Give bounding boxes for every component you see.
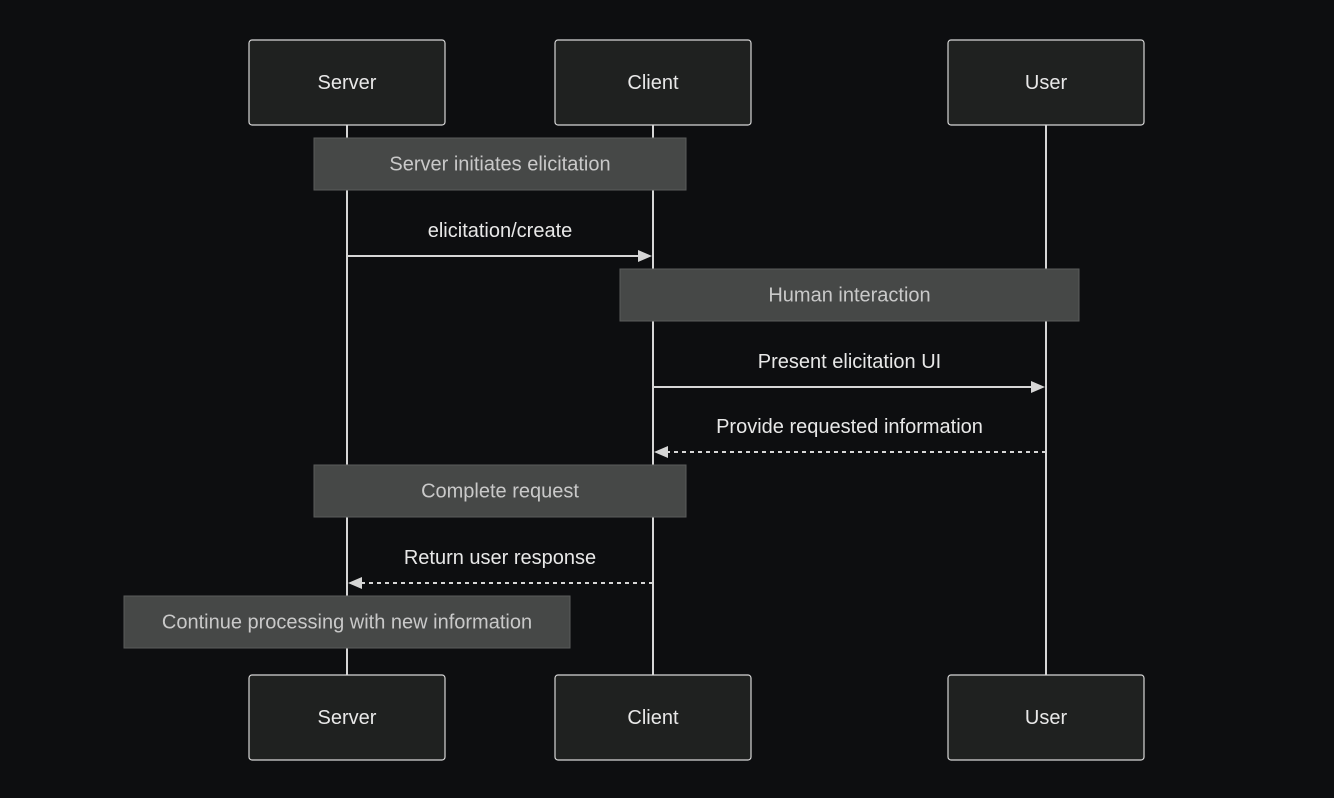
message: Return user response (348, 547, 653, 589)
message-label: Provide requested information (716, 416, 983, 438)
actor-user-bottom: User (947, 674, 1145, 761)
actor-box (947, 674, 1145, 761)
actor-box (248, 39, 446, 126)
message: Provide requested information (654, 416, 1046, 458)
note-label: Human interaction (768, 284, 930, 306)
note-label: Complete request (421, 480, 579, 502)
lifelines (346, 125, 1047, 675)
actor-box (554, 674, 752, 761)
note-box (619, 268, 1080, 322)
actor-label: Client (627, 72, 679, 94)
actor-box (248, 674, 446, 761)
actor-label: User (1025, 707, 1068, 729)
note-label: Server initiates elicitation (389, 153, 610, 175)
arrowhead (638, 250, 652, 262)
actor-label: Server (318, 72, 377, 94)
note: Server initiates elicitation (313, 137, 687, 191)
actor-box (554, 39, 752, 126)
actor-label: User (1025, 72, 1068, 94)
actor-client-top: Client (554, 39, 752, 126)
arrowhead (348, 577, 362, 589)
bottom-actors: Server Client User (248, 674, 1145, 761)
message-label: elicitation/create (428, 220, 573, 242)
actor-client-bottom: Client (554, 674, 752, 761)
actor-server-bottom: Server (248, 674, 446, 761)
arrowhead (654, 446, 668, 458)
actor-user-top: User (947, 39, 1145, 126)
actor-server-top: Server (248, 39, 446, 126)
arrowhead (1031, 381, 1045, 393)
actor-box (947, 39, 1145, 126)
message-label: Return user response (404, 547, 596, 569)
note: Human interaction (619, 268, 1080, 322)
diagram-steps: Server initiates elicitation elicitation/… (123, 137, 1080, 649)
note-box (313, 464, 687, 518)
note-box (123, 595, 571, 649)
top-actors: Server Client User (248, 39, 1145, 126)
note-box (313, 137, 687, 191)
message-label: Present elicitation UI (758, 351, 941, 373)
message: Present elicitation UI (653, 351, 1045, 393)
note: Continue processing with new information (123, 595, 571, 649)
actor-label: Server (318, 707, 377, 729)
actor-label: Client (627, 707, 679, 729)
message: elicitation/create (347, 220, 652, 262)
note: Complete request (313, 464, 687, 518)
note-label: Continue processing with new information (162, 611, 532, 633)
